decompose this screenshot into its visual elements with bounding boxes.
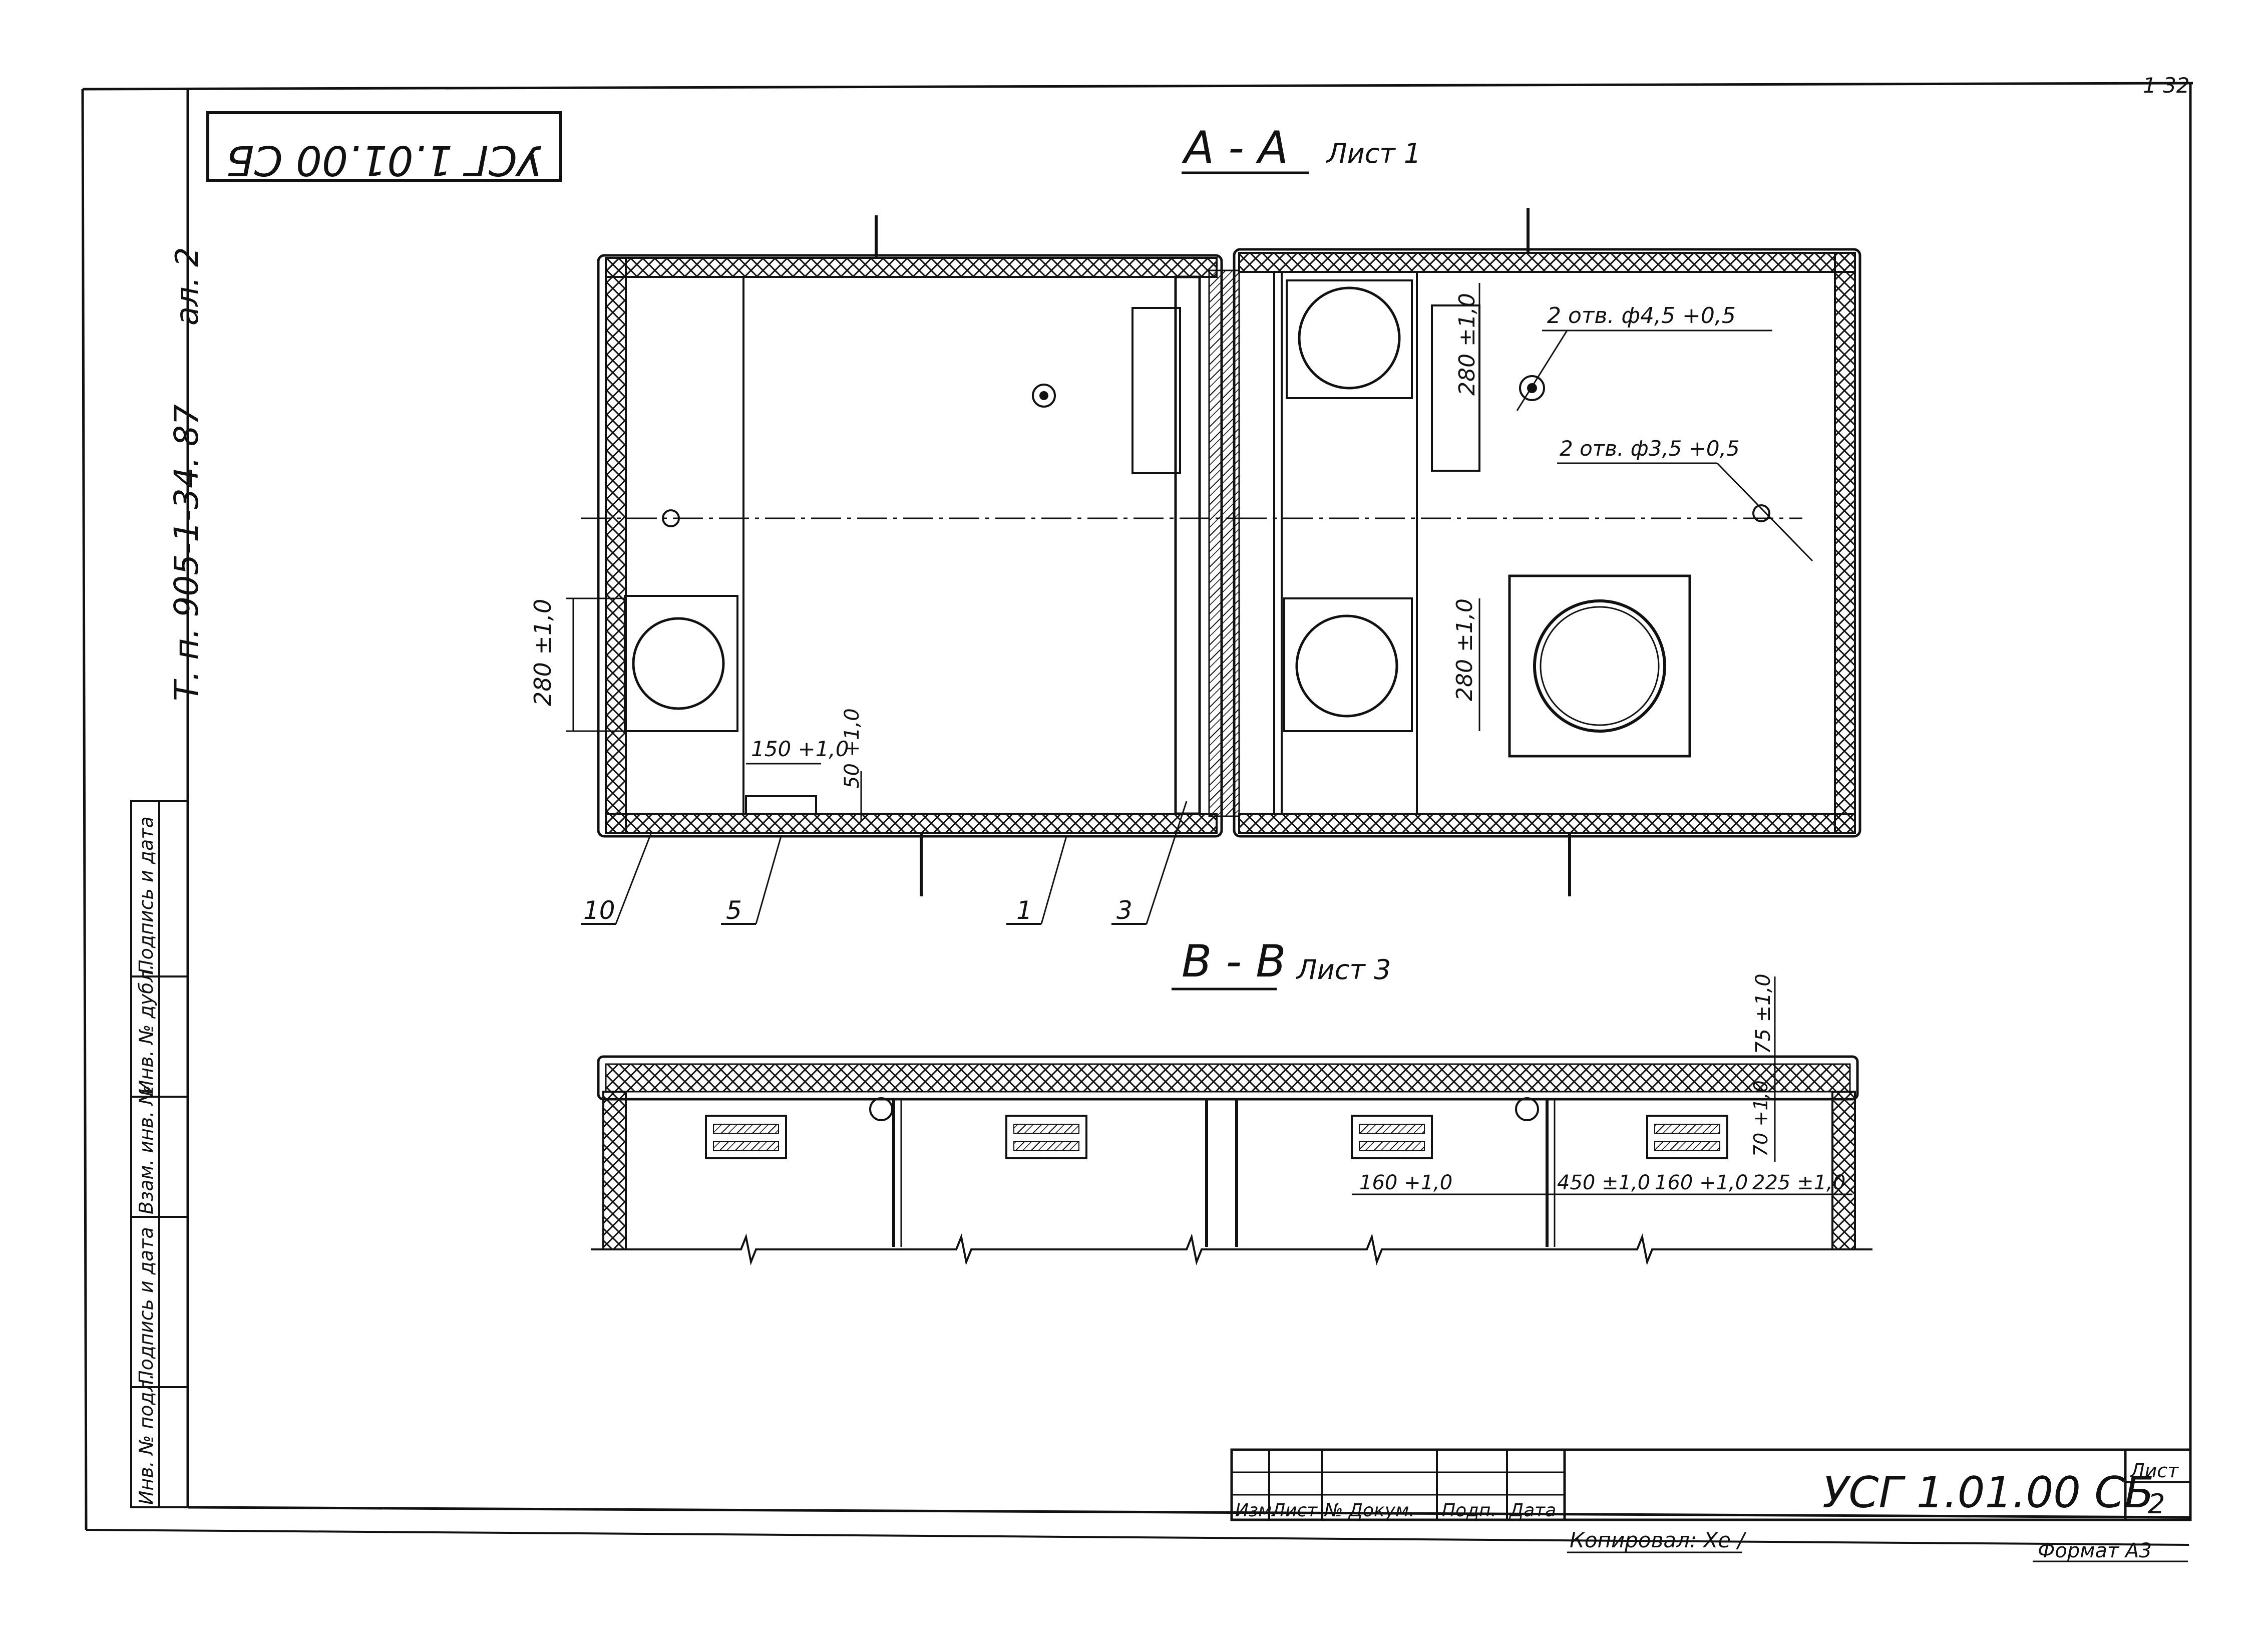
- side-col-1: Инв. № подл.: [135, 1374, 157, 1505]
- section-b-sheet-ref: Лист 3: [1296, 954, 1391, 986]
- dim-70: 70 +1,0: [1750, 1080, 1772, 1157]
- dim-160-b: 160 +1,0: [1655, 1171, 1748, 1194]
- pos-5: 5: [726, 896, 742, 925]
- pos-10: 10: [583, 896, 615, 925]
- tb-sheet-label: Лист: [2129, 1460, 2179, 1482]
- top-stamp-text: УСГ 1.01.00 СБ: [226, 136, 542, 184]
- dim-450: 450 ±1,0: [1557, 1171, 1650, 1194]
- tb-col-list: Лист: [1271, 1500, 1318, 1521]
- tb-col-izm: Изм.: [1235, 1500, 1278, 1521]
- section-a-dimensions: 280 ±1,0 280 ±1,0 280 ±1,0 150 +1,0 50 +…: [529, 283, 1813, 821]
- section-b-dimensions: 75 ±1,0 70 +1,0 160 +1,0 450 ±1,0 160 +1…: [1352, 973, 1852, 1195]
- position-callouts: 10 5 1 3: [581, 801, 1188, 925]
- corner-number: 1 32: [2143, 73, 2190, 98]
- section-b-label: В - В: [1182, 935, 1286, 987]
- side-col-5: Подпись и дата: [135, 816, 157, 974]
- tb-sheet-number: 2: [2148, 1488, 2165, 1520]
- tb-designation: УСГ 1.01.00 СБ: [1822, 1468, 2154, 1518]
- section-a-sheet-ref: Лист 1: [1326, 138, 1421, 169]
- pos-3: 3: [1116, 896, 1132, 925]
- copied-by: Копировал: Хе /: [1570, 1528, 1746, 1552]
- section-b-view: [591, 1055, 1872, 1265]
- hole-note-1: 2 отв. ф4,5 +0,5: [1547, 303, 1736, 329]
- section-a-right-box: [1233, 208, 1861, 896]
- dim-50: 50 +1,0: [841, 708, 864, 789]
- tb-col-date: Дата: [1508, 1500, 1556, 1521]
- top-stamp: УСГ 1.01.00 СБ: [206, 111, 562, 184]
- dim-280-left: 280 ±1,0: [529, 599, 556, 706]
- side-reference: Т. п. 905-1-34. 87: [167, 404, 206, 701]
- section-a-label: А - А: [1182, 122, 1288, 173]
- section-a-left-box: [581, 215, 1242, 896]
- dim-150: 150 +1,0: [751, 737, 849, 761]
- side-col-3: Взам. инв. №: [135, 1085, 157, 1214]
- side-stamp: Инв. № подл. Подпись и дата Взам. инв. №…: [130, 800, 189, 1508]
- section-b-title: В - В Лист 3: [1172, 935, 1391, 991]
- sheet-frame: [81, 82, 2193, 1546]
- dim-75: 75 ±1,0: [1752, 973, 1775, 1054]
- pos-1: 1: [1016, 896, 1032, 925]
- tb-col-doc: № Докум.: [1323, 1500, 1415, 1521]
- side-col-4: Инв. № дубл.: [135, 964, 157, 1094]
- dim-160-a: 160 +1,0: [1359, 1171, 1452, 1194]
- dim-225: 225 ±1,0: [1752, 1171, 1845, 1194]
- section-a-title: А - А Лист 1: [1182, 122, 1421, 174]
- hole-note-2: 2 отв. ф3,5 +0,5: [1560, 436, 1740, 461]
- dim-280-mid-bottom: 280 ±1,0: [1452, 598, 1477, 701]
- dim-280-mid-top: 280 ±1,0: [1454, 293, 1480, 396]
- side-album: ал. 2: [169, 247, 205, 325]
- format-label: Формат А3: [2038, 1539, 2152, 1562]
- tb-col-sign: Подп.: [1442, 1500, 1496, 1521]
- side-col-2: Подпись и дата: [135, 1227, 157, 1385]
- title-block: Изм. Лист № Докум. Подп. Дата УСГ 1.01.0…: [1230, 1448, 2192, 1521]
